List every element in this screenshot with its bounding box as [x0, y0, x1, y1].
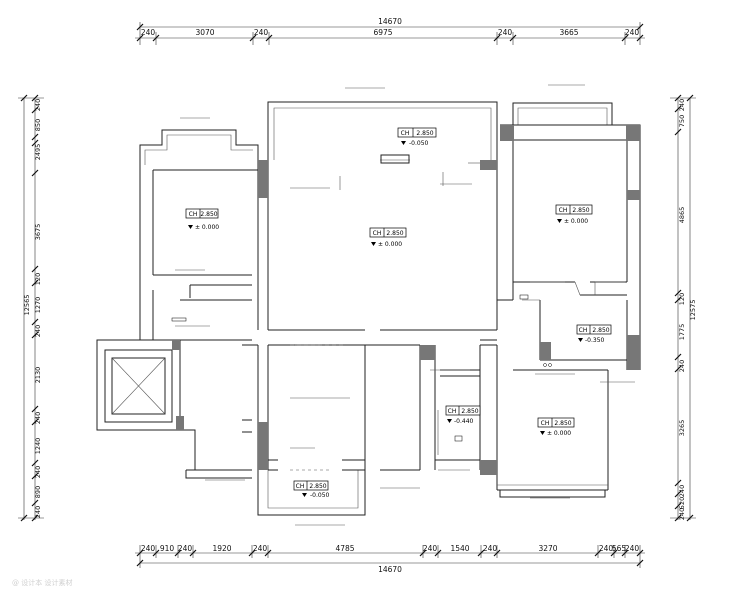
room-tag: CH 2.850 -0.440 [445, 405, 481, 425]
right-dim: 750 [678, 115, 686, 127]
room-floor-level: -0.050 [310, 492, 330, 499]
top-dim: 240 [625, 28, 640, 37]
fixtures [171, 294, 552, 442]
room-floor-level: ± 0.000 [564, 218, 588, 225]
top-dim: 3665 [559, 28, 578, 37]
left-dim: 240 [34, 99, 42, 111]
left-dim: 1240 [34, 438, 42, 455]
room-floor-level: -0.050 [409, 140, 429, 147]
room-ceiling-label: CH [541, 420, 550, 427]
left-dim: 120 [34, 273, 42, 285]
right-dim: 240 [678, 485, 686, 497]
room-tag: CH 2.850 -0.350 [576, 324, 612, 344]
bottom-dimension-chain: 240 910 240 1920 240 4785 240 1540 240 3… [135, 544, 645, 574]
top-total-dim: 14670 [378, 17, 402, 26]
structural-columns [172, 125, 640, 475]
walls [96, 101, 641, 516]
left-dim: 3675 [34, 224, 42, 241]
bottom-dim: 240 [178, 544, 193, 553]
door-openings [290, 154, 596, 471]
left-dim: 240 [34, 325, 42, 337]
bottom-dim: 240 [423, 544, 438, 553]
bottom-dim: 240 [141, 544, 156, 553]
bottom-dim: 1540 [450, 544, 469, 553]
room-ceiling-height: 2.850 [309, 483, 326, 490]
room-ceiling-label: CH [373, 230, 382, 237]
room-floor-level: -0.350 [585, 337, 605, 344]
room-floor-level: ± 0.000 [547, 430, 571, 437]
right-total-dim: 12575 [689, 300, 697, 321]
annotation-marks [175, 84, 635, 526]
room-ceiling-label: CH [189, 211, 198, 218]
top-dimension-chain: 14670 240 3070 240 6975 240 3665 240 [135, 17, 645, 45]
right-dim: 240 [678, 508, 686, 520]
left-dim: 240 [34, 412, 42, 424]
room-floor-level: ± 0.000 [378, 241, 402, 248]
watermark-text: @ 设计本 设计素材 [12, 579, 73, 587]
top-dim: 240 [498, 28, 513, 37]
room-ceiling-height: 2.850 [386, 230, 403, 237]
top-dim: 240 [141, 28, 156, 37]
left-total-dim: 12565 [23, 295, 31, 316]
room-tag: CH 2.850 ± 0.000 [369, 227, 407, 248]
bottom-dim: 240 [599, 544, 614, 553]
top-dim: 240 [254, 28, 269, 37]
left-dim: 2130 [34, 367, 42, 384]
right-dim: 1775 [678, 324, 686, 341]
room-tag: CH 2.850 ± 0.000 [555, 204, 593, 225]
room-floor-level: -0.440 [454, 418, 474, 425]
room-tag: CH 2.850 -0.050 [397, 127, 437, 147]
left-dim: 890 [34, 486, 42, 498]
left-dim: 2495 [34, 144, 42, 161]
left-dim: 1270 [34, 297, 42, 314]
room-ceiling-height: 2.850 [461, 408, 478, 415]
bottom-total-dim: 14670 [378, 565, 402, 574]
top-dim: 3070 [195, 28, 214, 37]
room-ceiling-label: CH [296, 483, 305, 490]
room-tag: CH 2.850 ± 0.000 [185, 208, 219, 231]
bottom-dim: 240 [625, 544, 640, 553]
room-tag: CH 2.850 -0.050 [293, 480, 330, 499]
room-ceiling-label: CH [579, 327, 588, 334]
right-dim: 4865 [678, 207, 686, 224]
room-floor-level: ± 0.000 [195, 224, 219, 231]
bottom-dim: 910 [160, 544, 175, 553]
left-dim: 850 [34, 119, 42, 131]
room-ceiling-label: CH [401, 130, 410, 137]
room-ceiling-height: 2.850 [554, 420, 571, 427]
bottom-dim: 1920 [212, 544, 231, 553]
right-dim: 120 [678, 293, 686, 305]
top-dim: 6975 [373, 28, 392, 37]
bottom-dim: 4785 [335, 544, 354, 553]
right-dim: 520 [678, 497, 686, 509]
bottom-dim: 240 [253, 544, 268, 553]
room-ceiling-height: 2.850 [200, 211, 217, 218]
room-ceiling-height: 2.850 [416, 130, 433, 137]
bottom-dim: 3270 [538, 544, 557, 553]
right-dim: 3265 [678, 420, 686, 437]
left-dim: 240 [34, 506, 42, 518]
room-ceiling-label: CH [559, 207, 568, 214]
bottom-ticks [136, 545, 644, 567]
room-ceiling-label: CH [448, 408, 457, 415]
right-dim: 240 [678, 360, 686, 372]
bottom-dim: 565 [612, 544, 627, 553]
bottom-dim: 240 [483, 544, 498, 553]
room-ceiling-height: 2.850 [592, 327, 609, 334]
room-tag: CH 2.850 ± 0.000 [537, 417, 575, 437]
right-dimension-chain: 240 750 4865 120 1775 240 3265 240 520 2… [670, 94, 697, 522]
left-dimension-chain: 240 850 2495 3675 120 1270 240 2130 240 … [18, 94, 44, 522]
room-ceiling-height: 2.850 [572, 207, 589, 214]
left-dim: 240 [34, 466, 42, 478]
right-dim: 240 [678, 99, 686, 111]
